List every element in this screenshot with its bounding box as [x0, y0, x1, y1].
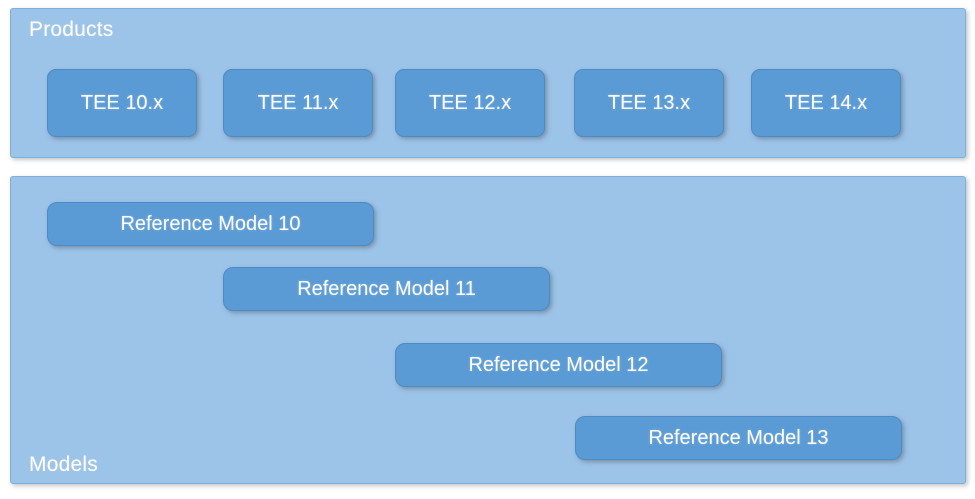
product-node-tee-14[interactable]: TEE 14.x	[751, 69, 901, 137]
model-node-reference-model-12[interactable]: Reference Model 12	[395, 343, 722, 387]
models-panel: Reference Model 10 Reference Model 11 Re…	[10, 176, 966, 484]
product-node-tee-10[interactable]: TEE 10.x	[47, 69, 197, 137]
product-node-tee-13[interactable]: TEE 13.x	[574, 69, 724, 137]
product-node-tee-12[interactable]: TEE 12.x	[395, 69, 545, 137]
model-node-reference-model-13[interactable]: Reference Model 13	[575, 416, 902, 460]
model-node-reference-model-11[interactable]: Reference Model 11	[223, 267, 550, 311]
model-node-reference-model-10[interactable]: Reference Model 10	[47, 202, 374, 246]
product-node-tee-11[interactable]: TEE 11.x	[223, 69, 373, 137]
products-panel: Products TEE 10.x TEE 11.x TEE 12.x TEE …	[10, 8, 966, 158]
models-panel-label: Models	[29, 453, 98, 476]
products-panel-label: Products	[29, 18, 114, 41]
